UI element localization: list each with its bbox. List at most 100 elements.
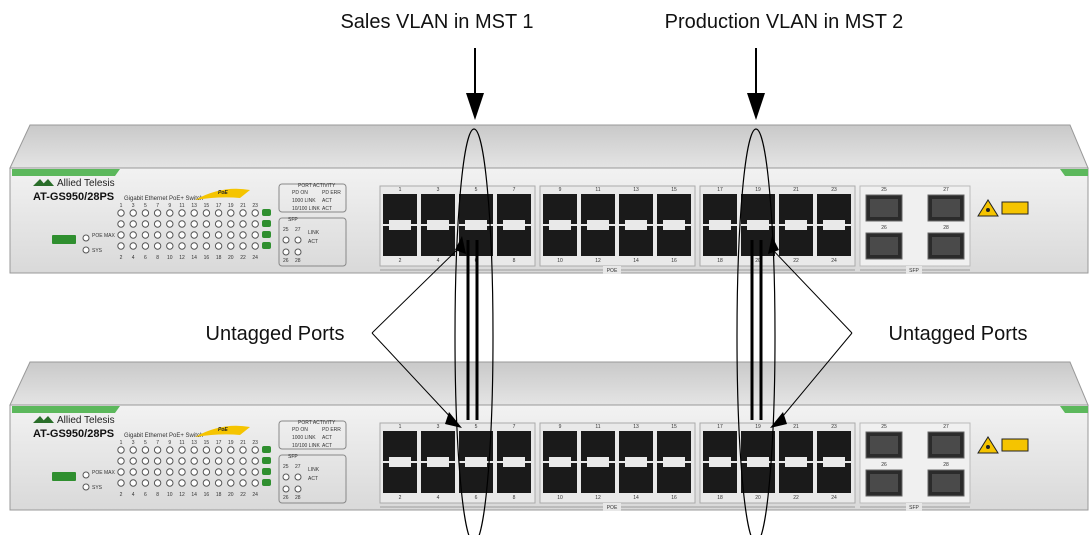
rj45-port [741,431,775,461]
led-legend-item: PD ON [292,427,308,433]
port-led [251,220,259,228]
rj45-port [581,463,615,493]
port-number-top: 15 [671,424,677,430]
led-col-number-bottom: 2 [120,255,123,261]
sfp-port-number-bottom: 28 [943,462,949,468]
port-number-top: 13 [633,424,639,430]
port-led [227,479,235,487]
port-led [117,446,125,454]
port-led [214,457,223,465]
port-led [239,242,247,250]
led-col-number-bottom: 2 [120,492,123,498]
poe-max-led [82,471,90,479]
port-number-top: 9 [559,187,562,193]
led-col-number-top: 5 [144,440,147,446]
port-led [141,231,150,239]
rj45-port [703,431,737,461]
eco-badge [52,472,76,481]
sfp-group-label: SFP [909,505,919,511]
port-led [117,231,125,239]
port-number-top: 11 [595,187,600,193]
port-led [117,242,125,250]
led-col-number-bottom: 10 [167,255,173,261]
led-legend-item: PD ON [292,190,308,196]
led-col-number-top: 1 [120,203,123,209]
led-col-number-top: 3 [132,203,135,209]
rj45-port [619,431,653,461]
rj45-port [619,194,653,224]
port-led [251,479,259,487]
rj45-port [581,194,615,224]
port-led [153,220,162,228]
led-col-number-top: 13 [191,440,197,446]
poe-max-label: POE MAX [92,470,115,476]
rj45-port [581,226,615,256]
port-number-bottom: 2 [399,258,402,264]
port-led [153,209,162,217]
port-led [117,468,125,476]
poe-max-led [82,234,90,242]
port-led [227,220,235,228]
accent-bar-left [12,169,120,176]
port-led [202,479,211,487]
port-number-bottom: 10 [557,258,563,264]
port-number-top: 1 [399,187,402,193]
sfp-port-number-bottom: 26 [881,225,887,231]
rj45-port [817,463,851,493]
led-legend-item: ACT [322,198,332,204]
sfp-port-number-bottom: 28 [943,225,949,231]
brand-name: Allied Telesis [57,415,115,426]
poe-badge: PoE [218,190,228,196]
rj45-port [421,431,455,461]
led-legend-item: ACT [322,443,332,449]
rj45-port [497,226,531,256]
rj45-port [543,431,577,461]
led-col-number-bottom: 6 [144,492,147,498]
rj45-port [779,463,813,493]
port-number-bottom: 14 [633,258,639,264]
port-number-bottom: 12 [595,495,601,501]
production-arrow [747,48,765,120]
port-number-top: 5 [475,424,478,430]
led-col-number-bottom: 8 [156,255,159,261]
led-col-number-top: 3 [132,440,135,446]
led-col-number-top: 15 [204,203,210,209]
allied-telesis-logo [33,179,54,186]
port-number-bottom: 20 [755,258,761,264]
led-col-number-bottom: 10 [167,492,173,498]
rj45-port [779,226,813,256]
rj45-port [703,194,737,224]
port-activity-title: PORT ACTIVITY [298,420,336,426]
port-activity-box [278,420,347,450]
port-led [166,209,174,217]
sys-led [82,246,90,254]
untagged-pointer-left [371,246,461,423]
led-col-number-top: 13 [191,203,197,209]
port-led [178,209,186,217]
led-legend-item: PD ERR [322,190,341,196]
port-number-top: 17 [717,187,723,193]
port-led [153,457,162,465]
port-activity-title: PORT ACTIVITY [298,183,336,189]
rj45-port [543,194,577,224]
sales-arrow [466,48,484,120]
port-led [117,457,125,465]
led-col-number-top: 7 [156,440,159,446]
port-led [239,468,247,476]
led-col-number-bottom: 8 [156,492,159,498]
led-legend-item: 10/100 LINK [292,443,320,449]
port-led [202,457,211,465]
port-led [178,479,186,487]
model-description: Gigabit Ethernet PoE+ Switch [124,433,203,439]
port-led [178,220,186,228]
port-number-top: 21 [793,187,799,193]
port-number-bottom: 8 [513,258,516,264]
sfp-led-num: 25 [283,227,289,233]
sfp-port-number-bottom: 26 [881,462,887,468]
port-number-top: 9 [559,424,562,430]
allied-telesis-logo [33,416,54,423]
port-led [202,242,211,250]
port-number-bottom: 18 [717,258,723,264]
